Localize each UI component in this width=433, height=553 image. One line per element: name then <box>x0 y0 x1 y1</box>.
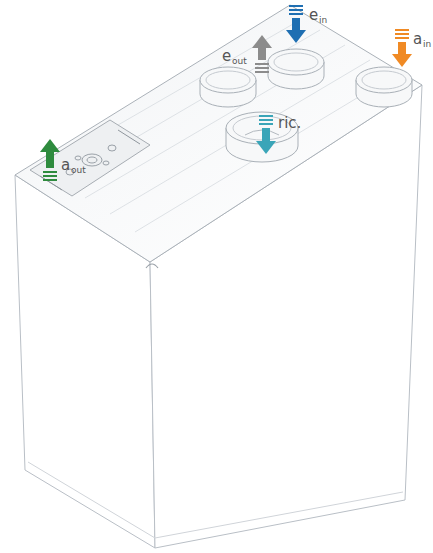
flow-arrow <box>252 35 272 72</box>
port-label: a <box>61 158 70 173</box>
port-label-subscript: out <box>232 57 247 66</box>
duct-port <box>200 67 256 107</box>
cabinet-base <box>28 462 403 538</box>
port-label: e <box>309 8 318 23</box>
front-notch <box>146 264 158 268</box>
port-label: ric. <box>278 116 301 131</box>
top-texture <box>40 20 395 232</box>
port-label-subscript: out <box>71 166 86 175</box>
port-label-subscript: in <box>319 16 327 25</box>
duct-port <box>268 49 324 89</box>
control-panel <box>30 120 150 196</box>
flow-arrow <box>256 116 276 154</box>
flow-arrow <box>286 6 306 43</box>
panel-vents <box>40 130 140 190</box>
port-label: e <box>222 49 231 64</box>
port-label: a <box>413 32 422 47</box>
panel-connectors <box>66 145 116 175</box>
duct-port <box>356 67 412 107</box>
port-label-subscript: in <box>423 40 431 49</box>
cabinet-top <box>15 5 422 262</box>
flow-arrow <box>40 139 60 180</box>
flow-arrow <box>392 30 412 67</box>
